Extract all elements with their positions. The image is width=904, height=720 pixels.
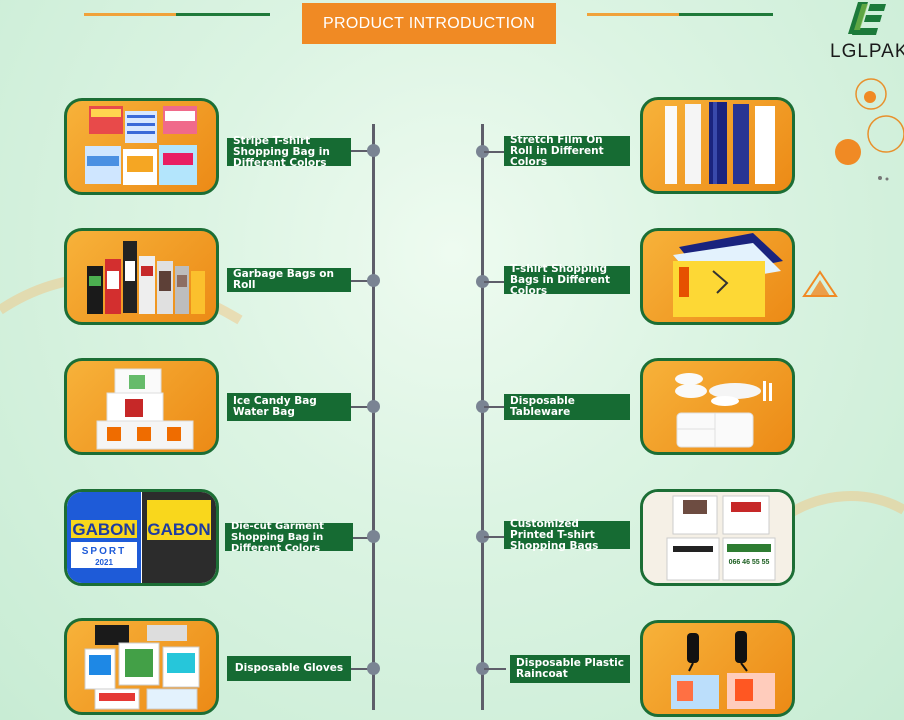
- product-image[interactable]: [640, 97, 795, 194]
- decorative-swoosh-right-icon: [780, 491, 904, 525]
- timeline-node[interactable]: [476, 145, 489, 158]
- garbage-bags-roll-photo-icon: [87, 241, 205, 314]
- product-label-stretch-film[interactable]: Stretch Film On Roll in Different Colors: [504, 134, 630, 167]
- timeline-node[interactable]: [367, 530, 380, 543]
- timeline-node[interactable]: [476, 662, 489, 675]
- plastic-raincoat-photo-icon: [671, 631, 775, 709]
- product-image[interactable]: [640, 620, 795, 717]
- timeline-node[interactable]: [476, 275, 489, 288]
- decorative-circles-icon: [835, 78, 904, 181]
- product-label-printed-bags[interactable]: Customized Printed T-shirt Shopping Bags: [504, 518, 630, 551]
- phone-text: 066 46 55 55: [729, 559, 770, 566]
- gabon-text-2: GABON: [147, 520, 210, 539]
- product-label-die-cut-bag[interactable]: Die-cut Garment Shopping Bag in Differen…: [225, 521, 353, 554]
- connector-line: [348, 406, 378, 408]
- stripe-t-shirt-bags-photo-icon: [85, 106, 197, 185]
- ice-candy-bag-photo-icon: [96, 368, 194, 450]
- sport-text: SPORT: [82, 546, 126, 557]
- product-label-stripe-t-shirt[interactable]: Stripe T-shirt Shopping Bag in Different…: [227, 135, 351, 168]
- timeline-node[interactable]: [367, 274, 380, 287]
- timeline-node[interactable]: [476, 400, 489, 413]
- timeline-node[interactable]: [367, 400, 380, 413]
- connector-line: [348, 280, 378, 282]
- product-image[interactable]: [64, 358, 219, 455]
- product-label-t-shirt-bags[interactable]: T-shirt Shopping Bags in Different Color…: [504, 263, 630, 296]
- connector-line: [484, 151, 506, 153]
- page-title: PRODUCT INTRODUCTION: [302, 3, 556, 44]
- product-image[interactable]: [640, 358, 795, 455]
- connector-line: [484, 536, 506, 538]
- product-image[interactable]: 066 46 55 55: [640, 489, 795, 586]
- product-label-garbage-bags[interactable]: Garbage Bags on Roll: [227, 268, 351, 292]
- product-label-raincoat[interactable]: Disposable Plastic Raincoat: [510, 655, 630, 683]
- timeline-node[interactable]: [476, 530, 489, 543]
- product-image[interactable]: [64, 618, 219, 715]
- connector-line: [348, 150, 378, 152]
- product-image[interactable]: GABON GABON SPORT 2021: [64, 489, 219, 586]
- timeline-axis-left: [372, 124, 375, 710]
- product-image[interactable]: [64, 98, 219, 195]
- connector-line: [484, 281, 506, 283]
- gabon-text-1: GABON: [72, 520, 135, 539]
- disposable-gloves-photo-icon: [84, 625, 200, 710]
- product-image[interactable]: [64, 228, 219, 325]
- timeline-axis-right: [481, 124, 484, 710]
- decorative-triangle-icon: [802, 270, 838, 297]
- connector-line: [484, 406, 506, 408]
- stretch-film-roll-photo-icon: [665, 102, 775, 184]
- year-text: 2021: [95, 558, 113, 567]
- timeline-node[interactable]: [367, 144, 380, 157]
- logo-text: LGLPAK: [830, 41, 904, 62]
- logo-mark-icon: [848, 2, 886, 35]
- disposable-tableware-photo-icon: [675, 373, 772, 448]
- printed-t-shirt-bags-photo-icon: 066 46 55 55: [643, 492, 792, 583]
- brand-logo: LGLPAK: [826, 0, 904, 62]
- product-image[interactable]: [640, 228, 795, 325]
- die-cut-garment-bag-photo-icon: GABON GABON SPORT 2021: [67, 492, 216, 583]
- header-line-right: [587, 13, 773, 16]
- timeline-node[interactable]: [367, 662, 380, 675]
- product-label-tableware[interactable]: Disposable Tableware: [504, 394, 630, 420]
- product-label-ice-candy-bag[interactable]: Ice Candy Bag Water Bag: [227, 393, 351, 421]
- connector-line: [484, 668, 506, 670]
- t-shirt-shopping-bags-photo-icon: [673, 233, 783, 317]
- header-line-left: [84, 13, 270, 16]
- connector-line: [348, 537, 378, 539]
- product-label-disposable-gloves[interactable]: Disposable Gloves: [227, 656, 351, 681]
- connector-line: [348, 668, 378, 670]
